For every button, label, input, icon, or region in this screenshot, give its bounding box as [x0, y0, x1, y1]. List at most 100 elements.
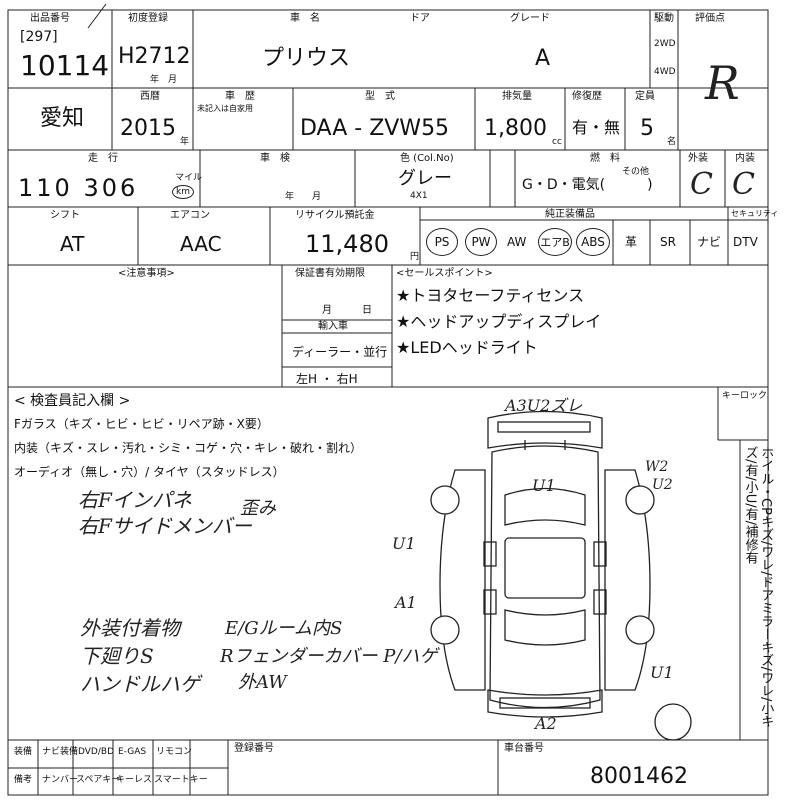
reg-label: 登録番号	[234, 743, 274, 754]
inspection-label: 車 歴	[225, 91, 255, 102]
recycle-label: リサイクル預託金	[295, 210, 375, 221]
capacity-unit: 名	[667, 137, 677, 147]
diagram-right-note-2: U2	[652, 477, 673, 493]
legend-vertical: ホイル・CPキズ/ワレ/ドアミラーキズ/ワレ/小キズ/有/小U/有/補修有	[742, 446, 774, 728]
keyless-label: セキュリティ	[731, 209, 779, 218]
exterior: C	[690, 167, 713, 202]
footer-navi: ナビ装備	[42, 747, 79, 757]
cc-unit: cc	[552, 137, 562, 147]
drive-2wd: 2WD	[654, 39, 676, 49]
recycle: 11,480	[305, 230, 389, 258]
footer-spare-key: スペアキー	[76, 775, 121, 785]
interior-label: 内装	[735, 153, 755, 164]
shaken-label: 車 検	[260, 153, 290, 164]
hw-right-f-panel: 右Fインパネ	[78, 488, 192, 512]
keylock-label: キーロック	[722, 391, 768, 401]
capacity: 5	[640, 116, 654, 141]
diagram-left-note-2: A1	[395, 593, 417, 612]
inspection-sub: 未記入は自家用	[197, 104, 253, 113]
lot-no: 10114	[20, 49, 110, 82]
color-code: 4X1	[410, 191, 428, 201]
car-name-label: 車 名	[290, 13, 320, 24]
hw-handle: ハンドルハゲ	[80, 672, 200, 696]
model-label: 型 式	[365, 91, 395, 102]
equip-aw: AW	[507, 235, 527, 249]
year: 2015	[120, 116, 176, 141]
footer-equip-label: 装備	[14, 747, 33, 757]
grade: A	[535, 46, 551, 71]
hw-undercarriage: 下廻りS	[80, 644, 154, 668]
equip-navi: ナビ	[697, 235, 722, 249]
drive-4wd: 4WD	[654, 67, 676, 77]
capacity-label: 定員	[635, 91, 655, 102]
equip-pw: PW	[465, 228, 497, 256]
first-reg: H2712	[118, 44, 191, 69]
displacement: 1,800	[484, 116, 547, 141]
equip-ps: PS	[426, 228, 458, 256]
diagram-right-lower: U1	[650, 663, 674, 682]
model: DAA - ZVW55	[300, 116, 450, 141]
diagram-top-note: A3U2ズレ	[505, 396, 583, 415]
color: グレー	[398, 168, 452, 189]
audio-tire-line: オーディオ（無し・穴）/ タイヤ（スタッドレス）	[14, 465, 285, 479]
diagram-right-note-1: W2	[645, 459, 669, 475]
dealer: ディーラー・並行	[292, 345, 388, 359]
footer-number: ナンバー	[42, 775, 79, 785]
mileage-unit-km: km	[172, 185, 194, 199]
equip-dtv: DTV	[733, 235, 758, 249]
bracket-no: [297]	[20, 29, 58, 45]
yen: 円	[410, 252, 420, 262]
hw-outer-aw: 外AW	[238, 672, 287, 693]
sales-point-2: ★ヘッドアップディスプレイ	[396, 312, 602, 331]
diagram-left-note-1: U1	[392, 534, 416, 553]
year-month-label: 年 月	[150, 75, 178, 85]
chassis-no: 8001462	[590, 764, 688, 789]
sales-point-3: ★LEDヘッドライト	[396, 338, 538, 357]
warranty-label: 保証書有効期限	[295, 268, 365, 279]
mileage: 110 306	[18, 174, 139, 202]
fuel-other: その他	[622, 167, 650, 177]
repair-value: 有・無	[572, 118, 621, 137]
inspector-title: < 検査員記入欄 >	[14, 393, 131, 409]
fuel-value: G・D・電気( )	[522, 177, 653, 193]
year-unit: 年	[180, 137, 190, 147]
ac: AAC	[180, 232, 222, 256]
region: 愛知	[40, 106, 85, 131]
footer-keyless: キーレス	[116, 775, 153, 785]
exhibit-no-label: 出品番号	[30, 13, 70, 24]
mileage-unit-mile: マイル	[175, 173, 203, 183]
hw-fender: Rフェンダーカバー P/ハゲ	[220, 646, 438, 667]
equip-abs: ABS	[576, 228, 610, 256]
warranty-md: 月 日	[322, 305, 372, 316]
diagram-bottom-note: A2	[535, 714, 557, 733]
displacement-label: 排気量	[502, 91, 532, 102]
glass-line: Fガラス（キズ・ヒビ・ヒビ・リペア跡・X要）	[14, 417, 269, 431]
hw-distortion: 歪み	[240, 498, 276, 519]
interior-line: 内装（キズ・スレ・汚れ・シミ・コゲ・穴・キレ・破れ・割れ）	[14, 441, 363, 455]
interior: C	[732, 167, 755, 202]
score-label: 評価点	[695, 13, 725, 24]
ac-label: エアコン	[170, 210, 210, 221]
footer-smart-key: スマートキー	[154, 775, 208, 785]
car-name: プリウス	[262, 46, 351, 71]
hw-right-f-side: 右Fサイドメンバー	[78, 514, 252, 538]
footer-egas: E-GAS	[118, 747, 147, 757]
grade-label: グレード	[510, 13, 550, 24]
notes-label: <注意事項>	[118, 268, 175, 279]
handle: 左H ・ 右H	[296, 372, 358, 386]
door-label: ドア	[410, 13, 430, 24]
drive-label: 駆動	[654, 13, 674, 24]
fuel-label: 燃 料	[590, 153, 620, 164]
mileage-label: 走 行	[88, 153, 118, 164]
shift-label: シフト	[50, 210, 80, 221]
exterior-label: 外装	[688, 153, 708, 164]
color-label: 色 (Col.No)	[400, 153, 454, 164]
chassis-label: 車台番号	[504, 743, 544, 754]
footer-dvd: DVD/BD	[78, 747, 114, 757]
first-reg-label: 初度登録	[128, 13, 168, 24]
shaken-ym: 年 月	[285, 192, 322, 202]
score: R	[705, 56, 740, 110]
